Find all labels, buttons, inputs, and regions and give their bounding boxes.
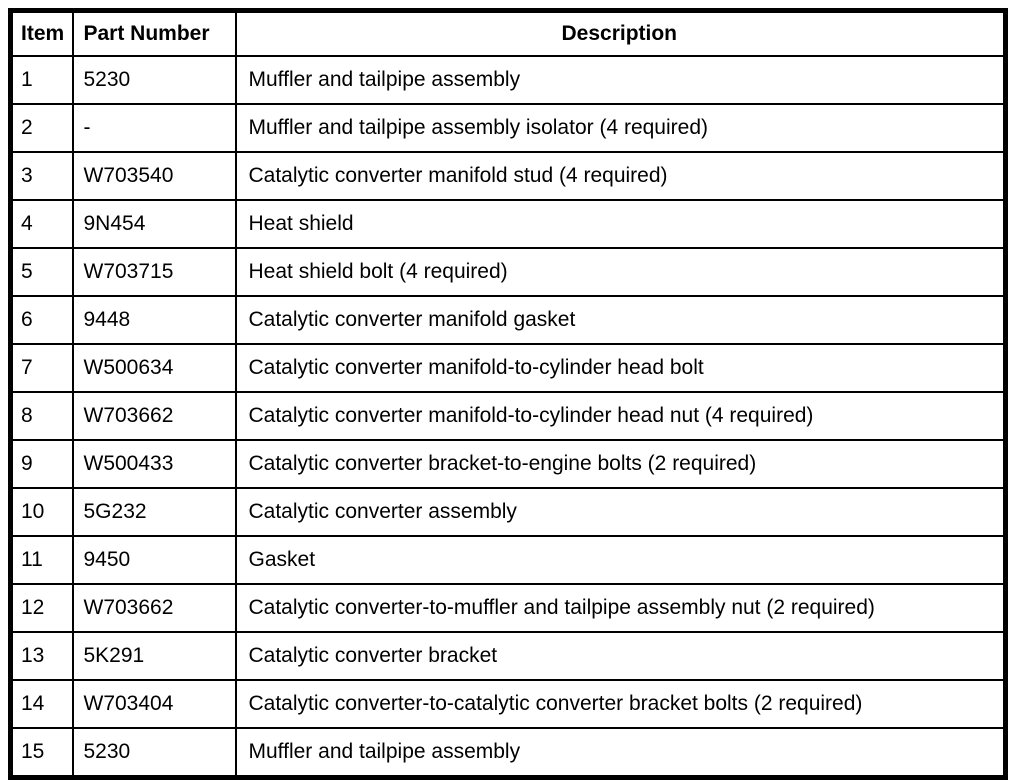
part-number-cell: 5K291: [71, 631, 237, 681]
table-row: 7 W500634 Catalytic converter manifold-t…: [9, 343, 1007, 393]
table-row: 14 W703404 Catalytic converter-to-cataly…: [9, 679, 1007, 729]
item-cell: 11: [9, 535, 74, 585]
item-cell: 6: [9, 295, 74, 345]
table-row: 10 5G232 Catalytic converter assembly: [9, 487, 1007, 537]
item-cell: 10: [9, 487, 74, 537]
parts-table-body: 1 5230 Muffler and tailpipe assembly 2 -…: [9, 55, 1007, 779]
part-number-cell: -: [71, 103, 237, 153]
header-row: Item Part Number Description: [9, 9, 1007, 57]
part-number-cell: W703404: [71, 679, 237, 729]
table-row: 1 5230 Muffler and tailpipe assembly: [9, 55, 1007, 105]
description-cell: Heat shield: [234, 199, 1007, 249]
table-row: 11 9450 Gasket: [9, 535, 1007, 585]
part-number-cell: W500433: [71, 439, 237, 489]
part-number-cell: W703662: [71, 391, 237, 441]
table-row: 3 W703540 Catalytic converter manifold s…: [9, 151, 1007, 201]
part-number-cell: W703715: [71, 247, 237, 297]
part-number-cell: 5230: [71, 55, 237, 105]
table-row: 4 9N454 Heat shield: [9, 199, 1007, 249]
table-row: 2 - Muffler and tailpipe assembly isolat…: [9, 103, 1007, 153]
table-row: 8 W703662 Catalytic converter manifold-t…: [9, 391, 1007, 441]
item-cell: 14: [9, 679, 74, 729]
parts-table-header: Item Part Number Description: [9, 9, 1007, 57]
description-cell: Catalytic converter manifold-to-cylinder…: [234, 343, 1007, 393]
item-cell: 13: [9, 631, 74, 681]
description-cell: Heat shield bolt (4 required): [234, 247, 1007, 297]
item-cell: 12: [9, 583, 74, 633]
item-cell: 15: [9, 727, 74, 779]
table-row: 15 5230 Muffler and tailpipe assembly: [9, 727, 1007, 779]
item-cell: 2: [9, 103, 74, 153]
table-row: 9 W500433 Catalytic converter bracket-to…: [9, 439, 1007, 489]
description-cell: Muffler and tailpipe assembly: [234, 55, 1007, 105]
item-cell: 4: [9, 199, 74, 249]
item-cell: 9: [9, 439, 74, 489]
item-cell: 1: [9, 55, 74, 105]
part-number-cell: W703540: [71, 151, 237, 201]
part-number-cell: 9450: [71, 535, 237, 585]
item-cell: 5: [9, 247, 74, 297]
part-number-cell: 9N454: [71, 199, 237, 249]
description-cell: Catalytic converter-to-muffler and tailp…: [234, 583, 1007, 633]
description-cell: Muffler and tailpipe assembly: [234, 727, 1007, 779]
part-number-cell: 5230: [71, 727, 237, 779]
description-cell: Catalytic converter manifold-to-cylinder…: [234, 391, 1007, 441]
description-cell: Gasket: [234, 535, 1007, 585]
item-cell: 8: [9, 391, 74, 441]
description-cell: Catalytic converter bracket-to-engine bo…: [234, 439, 1007, 489]
part-number-cell: W703662: [71, 583, 237, 633]
description-cell: Catalytic converter manifold stud (4 req…: [234, 151, 1007, 201]
table-row: 5 W703715 Heat shield bolt (4 required): [9, 247, 1007, 297]
part-number-cell: 9448: [71, 295, 237, 345]
description-cell: Catalytic converter bracket: [234, 631, 1007, 681]
header-description: Description: [234, 9, 1007, 57]
description-cell: Muffler and tailpipe assembly isolator (…: [234, 103, 1007, 153]
table-row: 12 W703662 Catalytic converter-to-muffle…: [9, 583, 1007, 633]
table-row: 13 5K291 Catalytic converter bracket: [9, 631, 1007, 681]
item-cell: 7: [9, 343, 74, 393]
description-cell: Catalytic converter-to-catalytic convert…: [234, 679, 1007, 729]
table-row: 6 9448 Catalytic converter manifold gask…: [9, 295, 1007, 345]
part-number-cell: W500634: [71, 343, 237, 393]
description-cell: Catalytic converter manifold gasket: [234, 295, 1007, 345]
part-number-cell: 5G232: [71, 487, 237, 537]
parts-table: Item Part Number Description 1 5230 Muff…: [8, 8, 1008, 780]
header-item: Item: [9, 9, 74, 57]
description-cell: Catalytic converter assembly: [234, 487, 1007, 537]
item-cell: 3: [9, 151, 74, 201]
header-part-number: Part Number: [71, 9, 237, 57]
